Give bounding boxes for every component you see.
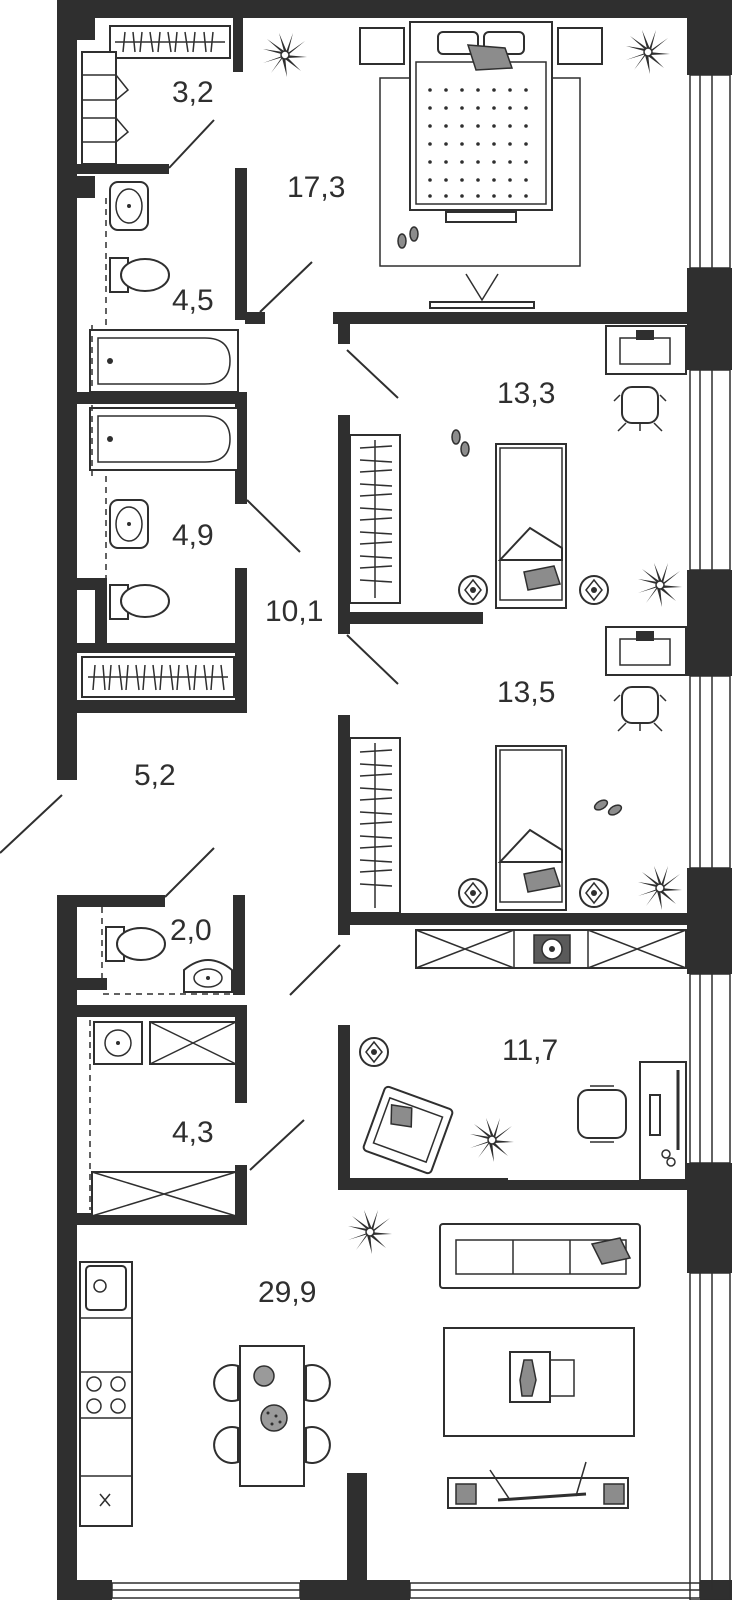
area-label: 4,5	[172, 284, 214, 317]
washing-machine-icon	[93, 1021, 143, 1065]
area-label: 13,3	[497, 377, 555, 410]
lamp-icon	[359, 1037, 389, 1067]
armchair-icon	[362, 1085, 454, 1175]
tv-icon	[429, 273, 535, 309]
area-label: 4,9	[172, 519, 214, 552]
wardrobe-icon	[349, 434, 401, 604]
dining-table-icon	[213, 1345, 331, 1487]
plant-icon	[347, 1209, 393, 1255]
lamp-icon	[579, 575, 609, 605]
area-label: 2,0	[170, 914, 212, 947]
slippers-icon	[397, 226, 419, 249]
area-label: 11,7	[502, 1034, 558, 1067]
wardrobe-icon	[349, 737, 401, 914]
chair-icon	[613, 386, 667, 432]
sink-icon	[109, 181, 149, 231]
area-label: 4,3	[172, 1116, 214, 1149]
windows	[111, 74, 731, 1600]
desk-icon	[605, 325, 687, 375]
area-label: 3,2	[172, 76, 214, 109]
walls	[57, 0, 732, 1600]
sink-icon	[109, 499, 149, 549]
sofa-icon	[439, 1223, 641, 1289]
area-label: 17,3	[287, 171, 345, 204]
plant-icon	[637, 562, 683, 608]
chair-icon	[613, 686, 667, 732]
stove-icon	[86, 1376, 126, 1414]
kitchen-counter-icon	[79, 1261, 133, 1527]
bathtub-icon	[89, 325, 239, 395]
plant-icon	[625, 29, 671, 75]
toilet-icon	[109, 257, 170, 293]
area-label: 5,2	[134, 759, 176, 792]
bed-icon	[495, 745, 567, 911]
lamp-icon	[458, 575, 488, 605]
toilet-icon	[105, 926, 166, 962]
chair-icon	[577, 1085, 627, 1143]
bed-icon	[495, 443, 567, 609]
bed-icon	[359, 21, 603, 267]
cabinet-icon	[91, 1171, 237, 1217]
lamp-icon	[458, 878, 488, 908]
slippers-icon	[451, 429, 470, 457]
table-icon	[443, 1327, 635, 1437]
lamp-icon	[579, 878, 609, 908]
area-label: 13,5	[497, 676, 555, 709]
wardrobe-icon	[81, 25, 231, 165]
desk-icon	[605, 626, 687, 676]
desk-icon	[639, 1061, 687, 1181]
sink-icon	[183, 959, 233, 993]
area-label: 10,1	[265, 595, 323, 628]
plant-icon	[469, 1117, 515, 1163]
plant-icon	[637, 865, 683, 911]
bathtub-icon	[89, 405, 239, 476]
tv-icon	[447, 1461, 629, 1509]
turntable-icon	[533, 934, 571, 964]
area-label: 29,9	[258, 1276, 316, 1309]
door-swings	[0, 119, 399, 1171]
wardrobe-icon	[81, 656, 235, 698]
plant-icon	[262, 32, 308, 78]
slippers-icon	[593, 799, 623, 816]
toilet-icon	[109, 584, 170, 620]
cabinet-icon	[149, 1021, 237, 1065]
